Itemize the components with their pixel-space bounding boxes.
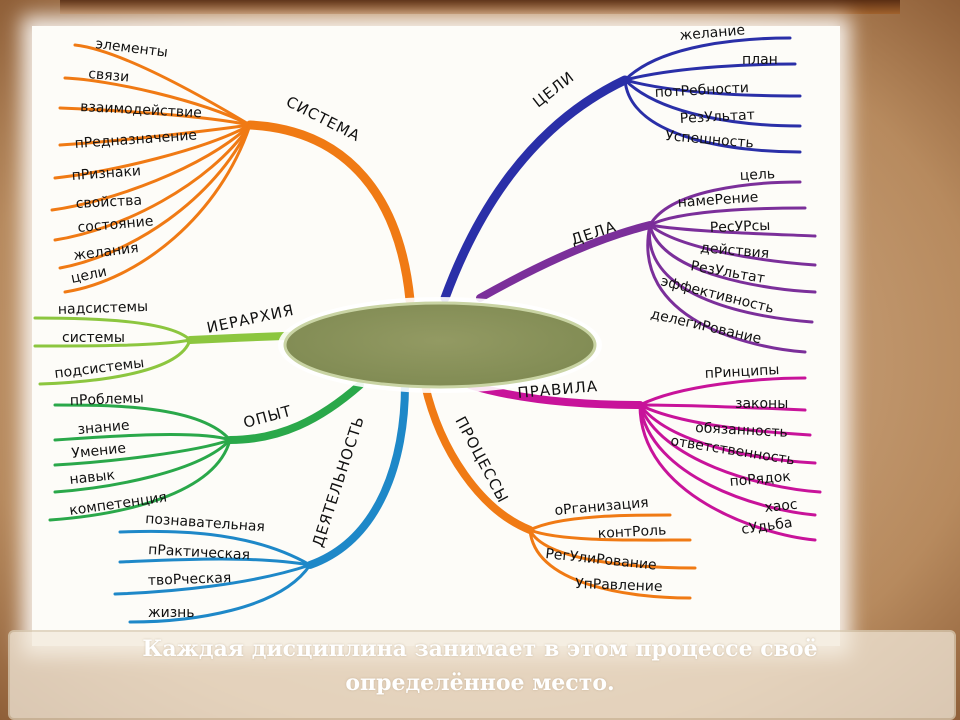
item-pravila-6: сУдьба bbox=[740, 515, 793, 538]
item-sistema-5: свойства bbox=[75, 193, 142, 212]
caption-line-2: определённое место. bbox=[345, 670, 615, 696]
item-dela-0: цель bbox=[739, 166, 775, 184]
item-sistema-1: связи bbox=[88, 66, 130, 86]
item-ierarkhiya-0: надсистемы bbox=[58, 299, 149, 318]
central-node bbox=[278, 297, 602, 393]
item-opyt-1: знание bbox=[77, 418, 130, 438]
item-opyt-2: Умение bbox=[71, 440, 127, 462]
item-protsessy-2: РегУлиРование bbox=[545, 546, 658, 574]
item-sistema-6: состояние bbox=[77, 213, 154, 236]
item-tseli-0: желание bbox=[679, 22, 746, 44]
branch-title-tseli: ЦЕЛИ bbox=[529, 68, 578, 112]
item-tseli-4: Успешность bbox=[665, 128, 755, 152]
item-sistema-2: взаимодействие bbox=[80, 99, 202, 121]
item-sistema-3: пРедназначение bbox=[74, 127, 197, 152]
item-dela-3: действия bbox=[700, 240, 770, 262]
item-pravila-5: хаос bbox=[764, 497, 799, 516]
item-deyatelnost-1: пРактическая bbox=[148, 542, 251, 563]
item-sistema-7: желания bbox=[73, 240, 140, 264]
item-opyt-3: навык bbox=[69, 467, 116, 488]
decorative-top-bar bbox=[60, 0, 900, 14]
item-pravila-4: поРядок bbox=[729, 469, 791, 490]
item-deyatelnost-2: твоРческая bbox=[148, 570, 232, 589]
branch-title-ierarkhiya: ИЕРАРХИЯ bbox=[205, 301, 296, 337]
caption-line-1: Каждая дисциплина занимает в этом процес… bbox=[142, 636, 818, 662]
item-sistema-4: пРизнаки bbox=[71, 163, 141, 184]
branch-tseli bbox=[440, 36, 802, 303]
branch-sistema bbox=[50, 43, 415, 305]
branch-opyt bbox=[48, 381, 364, 522]
ierarkhiya-items: надсистемы системы подсистемы bbox=[54, 299, 149, 382]
item-pravila-1: законы bbox=[735, 396, 788, 412]
item-protsessy-3: УпРавление bbox=[575, 576, 663, 595]
item-dela-2: РесУРсы bbox=[710, 218, 771, 236]
caption: Каждая дисциплина занимает в этом процес… bbox=[8, 632, 952, 700]
branch-title-sistema: СИСТЕМА bbox=[283, 93, 363, 146]
item-tseli-1: план bbox=[742, 52, 778, 68]
item-dela-1: намеРение bbox=[677, 189, 759, 211]
tseli-items: желание план потРебности РезУльтат Успеш… bbox=[654, 22, 777, 151]
item-sistema-0: элементы bbox=[95, 36, 169, 61]
branch-dela bbox=[476, 180, 817, 354]
item-pravila-0: пРинципы bbox=[704, 362, 779, 382]
item-protsessy-1: контРоль bbox=[597, 522, 666, 542]
caption-box bbox=[8, 630, 956, 720]
item-pravila-2: обязанность bbox=[695, 420, 788, 441]
item-tseli-3: РезУльтат bbox=[679, 107, 755, 127]
branch-protsessy bbox=[421, 381, 697, 600]
protsessy-items: оРганизация контРоль РегУлиРование УпРав… bbox=[545, 495, 667, 595]
item-sistema-8: цели bbox=[70, 264, 109, 287]
item-opyt-0: пРоблемы bbox=[70, 390, 144, 409]
item-tseli-2: потРебности bbox=[654, 80, 749, 101]
item-deyatelnost-3: жизнь bbox=[148, 605, 195, 621]
branch-deyatelnost bbox=[113, 381, 409, 624]
item-ierarkhiya-1: системы bbox=[62, 330, 125, 346]
dela-items: цель намеРение РесУРсы действия РезУльта… bbox=[649, 166, 775, 347]
sistema-items: элементы связи взаимодействие пРедназнач… bbox=[70, 36, 203, 287]
